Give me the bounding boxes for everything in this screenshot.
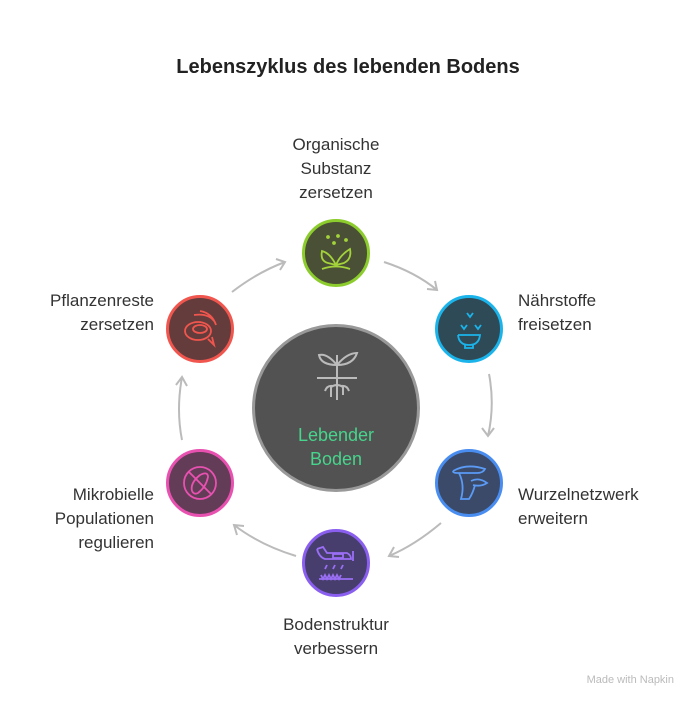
node-microbial-populations — [166, 449, 234, 517]
label-line: Wurzelnetzwerk — [518, 485, 639, 504]
label-line: Organische — [292, 135, 380, 154]
center-label-line2: Boden — [309, 449, 363, 469]
diagram-title: Lebenszyklus des lebenden Bodens — [176, 56, 520, 78]
label-line: Substanz — [300, 159, 372, 178]
label-line: freisetzen — [518, 315, 592, 334]
arrow-5 — [175, 375, 188, 441]
center-living-soil: Lebender Boden — [252, 324, 420, 492]
label-line: erweitern — [518, 509, 588, 528]
arrow-6 — [231, 258, 287, 293]
label-line: regulieren — [78, 533, 154, 552]
decomposing-swirl-icon — [184, 310, 217, 348]
label-microbial-populations: Mikrobielle Populationen regulieren — [24, 483, 154, 555]
node-organic-matter — [302, 219, 370, 287]
label-line: verbessern — [293, 639, 379, 658]
node-release-nutrients — [435, 295, 503, 363]
plant-roots-icon — [317, 351, 359, 400]
node-soil-structure — [302, 529, 370, 597]
label-soil-structure: Bodenstruktur verbessern — [256, 613, 416, 661]
label-line: Pflanzenreste — [50, 291, 154, 310]
arrow-1 — [383, 261, 439, 292]
label-line: Nährstoffe — [518, 291, 597, 310]
arrow-4 — [232, 523, 297, 557]
arrow-3 — [387, 522, 442, 558]
node-plant-residues — [166, 295, 234, 363]
label-plant-residues: Pflanzenreste zersetzen — [24, 289, 154, 337]
bowl-seeds-icon — [457, 312, 482, 349]
label-line: Mikrobielle — [72, 485, 154, 504]
node-root-network — [435, 449, 503, 517]
label-line: zersetzen — [80, 315, 154, 334]
sprouting-plant-icon — [320, 234, 352, 270]
label-line: Populationen — [54, 509, 154, 528]
label-line: zersetzen — [299, 183, 373, 202]
label-organic-matter: Organische Substanz zersetzen — [256, 133, 416, 205]
label-line: Bodenstruktur — [283, 615, 389, 634]
no-bacteria-icon — [183, 466, 217, 500]
label-release-nutrients: Nährstoffe freisetzen — [518, 289, 596, 337]
label-root-network: Wurzelnetzwerk erweitern — [518, 483, 639, 531]
crop-duster-plane-icon — [316, 545, 354, 582]
arrow-2 — [481, 373, 495, 438]
mushroom-icon — [452, 465, 489, 500]
napkin-watermark[interactable]: Made with Napkin — [586, 674, 674, 686]
center-label-line1: Lebender — [297, 425, 375, 445]
